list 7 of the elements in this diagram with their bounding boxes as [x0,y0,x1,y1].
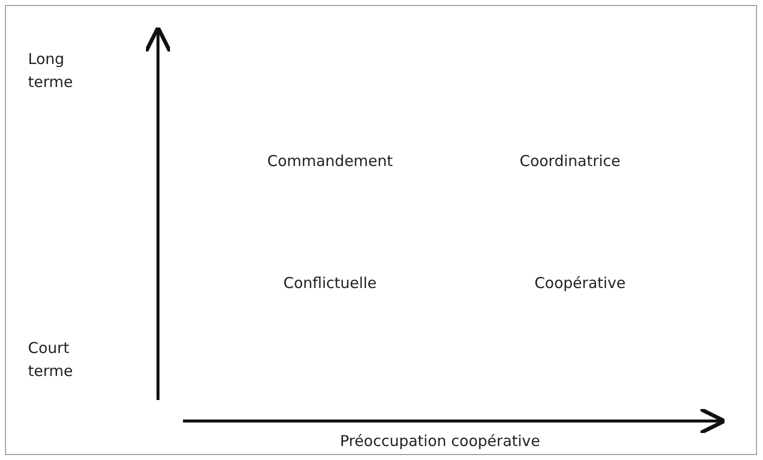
axis-label: Préoccupation coopérative [338,431,542,452]
quadrant-label: Coordinatrice [518,151,622,172]
quadrant-label: Coopérative [533,273,627,294]
quadrant-label: Commandement [266,151,394,172]
axis-label: Court terme [28,338,74,382]
axis-label: Long terme [28,49,74,93]
quadrant-label: Conflictuelle [282,273,378,294]
